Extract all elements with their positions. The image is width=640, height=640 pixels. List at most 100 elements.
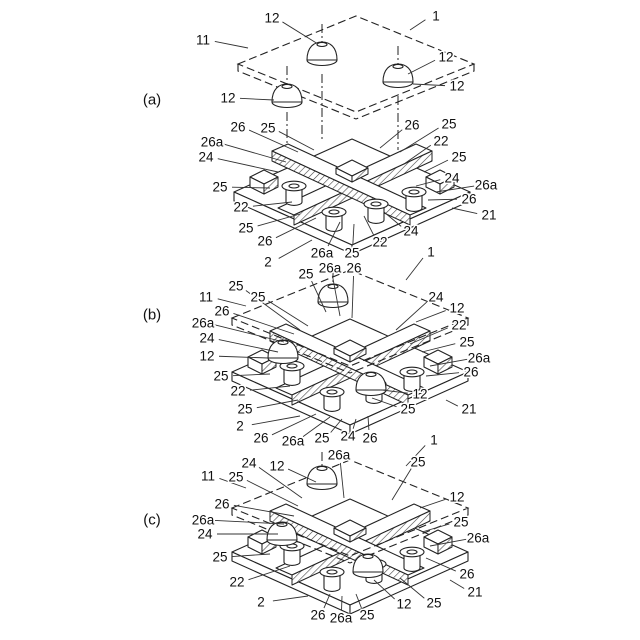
- leader-line: [435, 185, 475, 193]
- ref-numeral: 25: [441, 117, 456, 132]
- leader-line: [373, 579, 395, 600]
- leader-line: [239, 97, 275, 101]
- leader-line: [233, 504, 295, 517]
- leader-line: [249, 385, 291, 391]
- ref-numeral: 26: [230, 120, 245, 135]
- ref-numeral: 26a: [475, 178, 498, 193]
- leader-line: [395, 301, 428, 331]
- subfigure-b: [231, 268, 469, 434]
- ref-numeral: 25: [426, 596, 441, 611]
- cap-dome: [355, 371, 387, 397]
- leader-line: [352, 418, 357, 429]
- leader-line: [282, 21, 319, 45]
- leader-line: [383, 211, 402, 227]
- ref-numeral: 24: [199, 331, 215, 346]
- ref-numeral: 12: [449, 79, 464, 94]
- leader-line: [218, 355, 269, 359]
- leader-line: [339, 462, 345, 499]
- leader-line: [425, 372, 460, 377]
- leader-line: [415, 179, 441, 187]
- leader-line: [217, 298, 247, 307]
- ref-numeral: 21: [461, 402, 476, 417]
- ref-numeral: 26a: [282, 434, 305, 449]
- leader-line: [423, 159, 449, 173]
- leader-line: [245, 290, 301, 331]
- ref-numeral: 25: [451, 150, 466, 165]
- leader-line: [429, 358, 468, 367]
- ref-numeral: 12: [220, 91, 235, 106]
- ref-numeral: 25: [314, 431, 329, 446]
- ref-numeral: 24: [340, 429, 356, 444]
- leader-line: [407, 59, 436, 75]
- ref-numeral: 26: [214, 497, 229, 512]
- ref-numeral: 22: [433, 134, 448, 149]
- leader-line: [323, 593, 331, 609]
- leader-line: [302, 416, 331, 438]
- cap-dome: [352, 553, 384, 579]
- ref-numeral: 26: [214, 304, 229, 319]
- leader-line: [425, 557, 457, 572]
- ref-numeral: 25: [400, 402, 415, 417]
- ref-numeral: 26: [459, 567, 474, 582]
- ref-numeral: 12: [412, 387, 427, 402]
- ref-numeral: 26: [346, 261, 361, 276]
- ref-numeral: 25: [212, 550, 227, 565]
- ref-numeral: 26a: [467, 531, 490, 546]
- ref-numeral: 26a: [201, 135, 224, 150]
- ref-numeral: 26a: [328, 448, 351, 463]
- ref-numeral: 24: [241, 456, 257, 471]
- ref-numeral: 24: [197, 527, 213, 542]
- leader-line: [367, 415, 370, 431]
- ref-numeral: 26: [461, 192, 476, 207]
- leader-line: [427, 198, 458, 201]
- ref-numeral: 25: [238, 221, 253, 236]
- leader-line: [421, 343, 456, 353]
- leader-line: [219, 477, 247, 489]
- ref-numeral: 25: [453, 515, 468, 530]
- ref-numeral: 2: [257, 595, 265, 610]
- ref-numeral: 12: [269, 459, 284, 474]
- ref-numeral: 12: [438, 50, 453, 65]
- leader-line: [363, 215, 375, 236]
- ref-numeral: 1: [432, 9, 440, 24]
- leader-line: [246, 479, 299, 507]
- ref-numeral: 22: [233, 200, 248, 215]
- leader-line: [405, 257, 424, 281]
- leader-line: [233, 313, 295, 335]
- leader-line: [252, 201, 293, 207]
- leader-line: [409, 19, 426, 31]
- leader-line: [231, 553, 271, 557]
- ref-numeral: 25: [298, 267, 313, 282]
- ref-numeral: 26a: [192, 316, 215, 331]
- ref-numeral: 21: [481, 208, 496, 223]
- leader-line: [415, 310, 446, 323]
- ref-numeral: 26: [253, 431, 268, 446]
- ref-numeral: 12: [199, 349, 214, 364]
- leader-line: [352, 223, 355, 246]
- leader-line: [371, 397, 397, 408]
- ref-numeral: 25: [228, 279, 243, 294]
- cap-dome: [382, 63, 414, 89]
- leader-line: [399, 577, 425, 599]
- ref-numeral: 1: [427, 245, 435, 260]
- cap-dome: [271, 83, 303, 109]
- subfigure-tag: (c): [143, 512, 161, 529]
- ref-numeral: 26a: [311, 246, 334, 261]
- subfigure-c: [231, 452, 469, 614]
- ref-numeral: 11: [199, 290, 213, 305]
- leader-line: [232, 373, 271, 377]
- leader-line: [258, 467, 303, 499]
- ref-numeral: 25: [410, 455, 425, 470]
- leader-line: [214, 519, 285, 525]
- leader-line: [248, 129, 299, 153]
- leader-line: [403, 144, 432, 165]
- leader-line: [391, 468, 412, 501]
- leader-line: [218, 339, 279, 353]
- leader-line: [409, 327, 448, 345]
- ref-numeral: 25: [344, 246, 359, 261]
- ref-numeral: 25: [212, 180, 227, 195]
- base-assembly: [232, 319, 468, 434]
- leader-line: [429, 538, 467, 547]
- ref-numeral: 25: [250, 290, 265, 305]
